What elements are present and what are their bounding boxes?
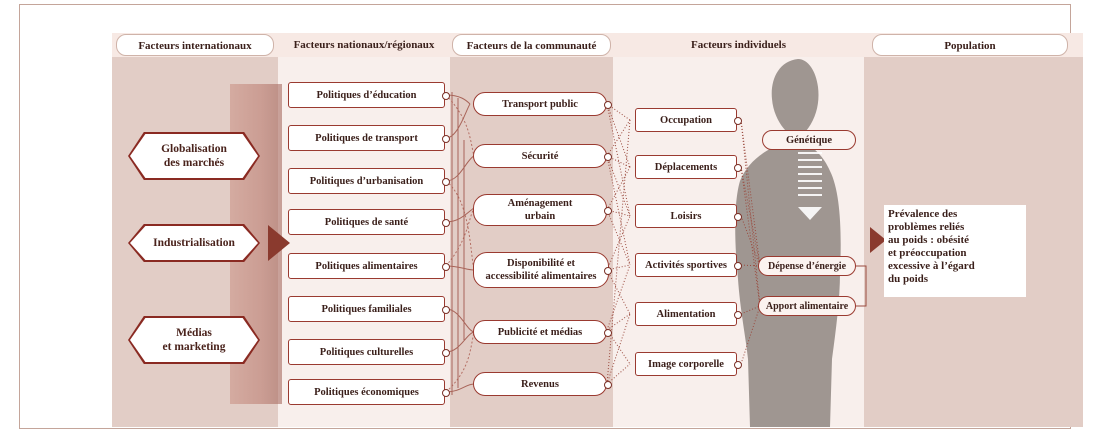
prevalence-line2: problèmes reliés: [888, 221, 965, 233]
policy-transport: Politiques de transport: [288, 125, 445, 151]
header-individual: Facteurs individuels: [690, 39, 787, 51]
prevalence-line5: excessive à l’égard: [888, 260, 975, 272]
factor-globalisation: Globalisation des marchés: [128, 132, 260, 180]
community-disponibilite: Disponibilité et accessibilité alimentair…: [473, 252, 609, 288]
factor-medias-line2: et marketing: [162, 341, 226, 353]
human-silhouette-icon: [735, 59, 841, 427]
arrow-right-icon: [268, 225, 290, 261]
connector-dot: [442, 389, 450, 397]
factor-medias-marketing: Médias et marketing: [128, 316, 260, 364]
connector-dot: [604, 381, 612, 389]
connector-dot: [604, 101, 612, 109]
connector-dot: [604, 153, 612, 161]
connector-dot: [442, 219, 450, 227]
connector-dot: [442, 92, 450, 100]
column-community: [450, 57, 613, 427]
connector-dot: [604, 267, 612, 275]
factor-industrialisation-label: Industrialisation: [153, 237, 235, 249]
header-national: Facteurs nationaux/régionaux: [293, 39, 435, 51]
header-community: Facteurs de la communauté: [452, 34, 611, 56]
prevalence-text: Prévalence des problèmes reliés au poids…: [888, 208, 1018, 286]
community-revenus: Revenus: [473, 372, 607, 396]
community-disponibilite-line1: Disponibilité et: [507, 258, 575, 269]
connector-dot: [442, 178, 450, 186]
genetique-pill: Génétique: [762, 130, 856, 150]
prevalence-line6: du poids: [888, 273, 929, 285]
policy-culturelles: Politiques culturelles: [288, 339, 445, 365]
individual-occupation: Occupation: [635, 108, 737, 132]
connector-dot: [604, 329, 612, 337]
individual-image-corporelle: Image corporelle: [635, 352, 737, 376]
header-population: Population: [872, 34, 1068, 56]
connector-dot: [442, 135, 450, 143]
arrow-right-icon: [870, 227, 886, 253]
factor-globalisation-line1: Globalisation: [161, 143, 227, 155]
factor-medias-line1: Médias: [176, 327, 212, 339]
community-amenagement: Aménagement urbain: [473, 194, 607, 226]
community-transport-public: Transport public: [473, 92, 607, 116]
individual-loisirs: Loisirs: [635, 204, 737, 228]
factor-industrialisation: Industrialisation: [128, 224, 260, 262]
connector-dot: [442, 306, 450, 314]
connector-dot: [734, 262, 742, 270]
column-national: [278, 57, 450, 427]
policy-sante: Politiques de santé: [288, 209, 445, 235]
connector-dot: [734, 311, 742, 319]
individual-deplacements: Déplacements: [635, 155, 737, 179]
prevalence-line3: au poids : obésité: [888, 234, 969, 246]
community-publicite-medias: Publicité et médias: [473, 320, 607, 344]
factor-globalisation-line2: des marchés: [163, 157, 225, 169]
connector-dot: [604, 207, 612, 215]
connector-dot: [442, 263, 450, 271]
connector-dot: [734, 117, 742, 125]
policy-familiales: Politiques familiales: [288, 296, 445, 322]
policy-economiques: Politiques économiques: [288, 379, 445, 405]
connector-dot: [734, 213, 742, 221]
community-amenagement-line1: Aménagement: [507, 198, 573, 209]
community-disponibilite-line2: accessibilité alimentaires: [485, 271, 597, 282]
connector-dot: [734, 361, 742, 369]
depense-energie-pill: Dépense d’énergie: [758, 256, 856, 276]
policy-alimentaires: Politiques alimentaires: [288, 253, 445, 279]
apport-alimentaire-pill: Apport alimentaire: [758, 296, 856, 316]
individual-alimentation: Alimentation: [635, 302, 737, 326]
community-amenagement-line2: urbain: [524, 211, 556, 222]
policy-education: Politiques d’éducation: [288, 82, 445, 108]
policy-urbanisation: Politiques d’urbanisation: [288, 168, 445, 194]
community-securite: Sécurité: [473, 144, 607, 168]
connector-dot: [442, 349, 450, 357]
prevalence-background: [884, 205, 1026, 297]
connector-dot: [734, 164, 742, 172]
individual-activites-sportives: Activités sportives: [635, 253, 737, 277]
header-international: Facteurs internationaux: [116, 34, 274, 56]
prevalence-line4: et préoccupation: [888, 247, 967, 259]
prevalence-line1: Prévalence des: [888, 208, 958, 220]
